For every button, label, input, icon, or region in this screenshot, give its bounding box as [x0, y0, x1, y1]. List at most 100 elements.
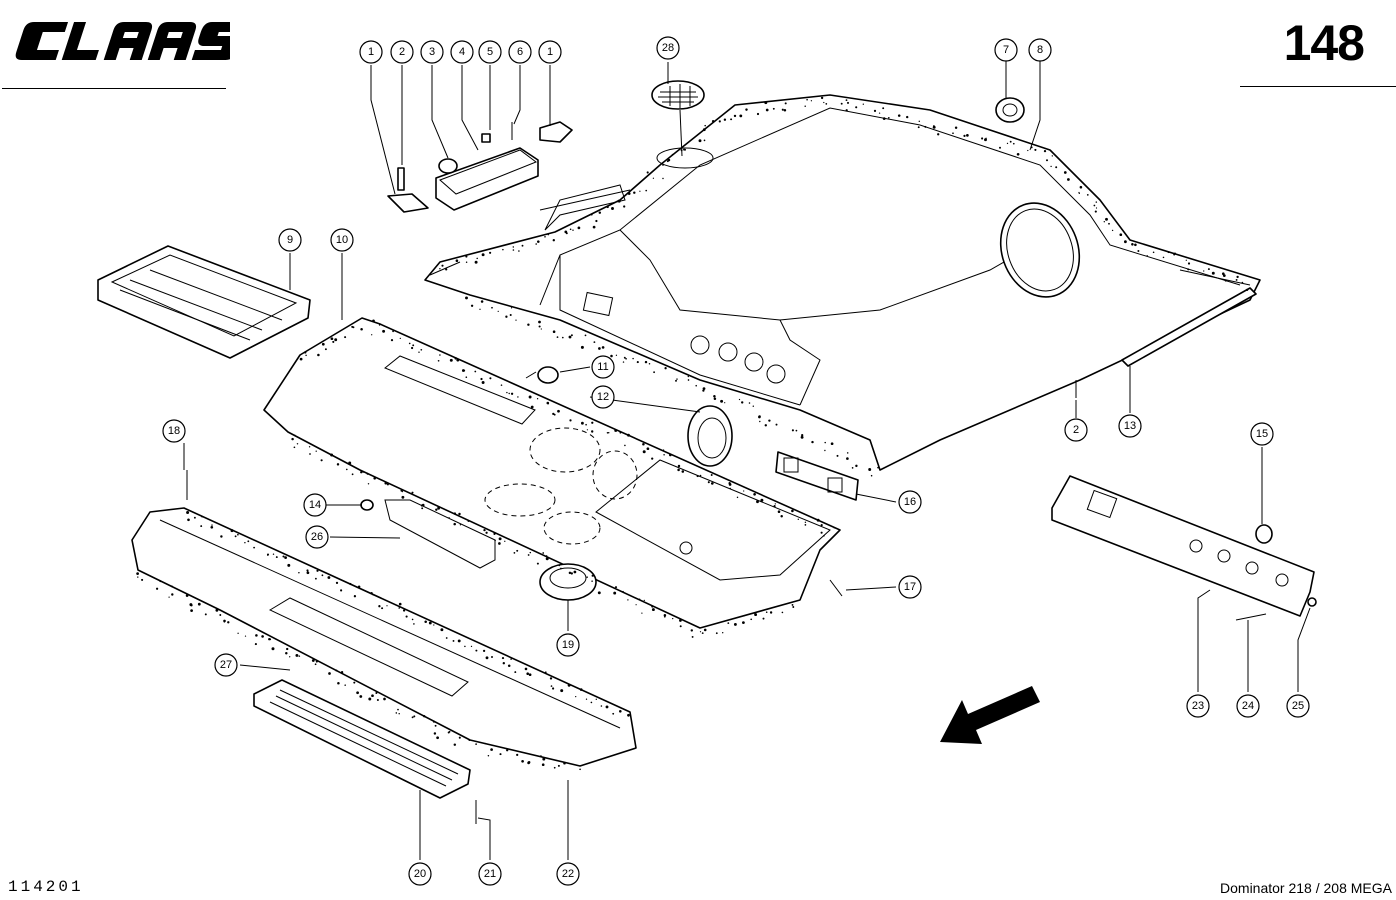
surface-speck	[376, 698, 379, 702]
surface-speck	[384, 481, 388, 485]
surface-speck	[508, 392, 510, 395]
surface-speck	[558, 564, 561, 567]
surface-speck	[480, 300, 484, 303]
surface-speck	[617, 199, 621, 203]
surface-speck	[1224, 279, 1227, 282]
surface-speck	[877, 466, 880, 469]
surface-speck	[610, 354, 613, 358]
surface-speck	[1185, 259, 1187, 261]
surface-speck	[468, 739, 471, 741]
surface-speck	[722, 632, 724, 634]
surface-speck	[452, 639, 455, 642]
surface-speck	[1245, 288, 1249, 292]
surface-speck	[261, 635, 264, 638]
surface-speck	[556, 336, 559, 338]
surface-speck	[791, 603, 794, 606]
surface-speck	[663, 614, 667, 617]
surface-speck	[804, 521, 807, 524]
surface-speck	[411, 716, 414, 719]
surface-speck	[1162, 256, 1165, 259]
surface-speck	[707, 481, 710, 484]
surface-speck	[718, 120, 721, 123]
surface-speck	[516, 549, 519, 552]
surface-speck	[622, 590, 624, 593]
surface-speck	[378, 324, 381, 326]
surface-speck	[568, 571, 572, 575]
surface-speck	[453, 522, 456, 526]
surface-speck	[315, 660, 318, 663]
surface-speck	[642, 450, 646, 454]
surface-speck	[1119, 233, 1123, 237]
surface-speck	[335, 581, 339, 585]
surface-speck	[474, 370, 477, 373]
svg-text:12: 12	[597, 391, 609, 403]
surface-speck	[439, 268, 441, 270]
surface-speck	[527, 554, 530, 556]
surface-speck	[306, 571, 310, 575]
surface-speck	[440, 628, 444, 632]
surface-speck	[397, 708, 399, 711]
surface-speck	[597, 591, 601, 595]
surface-speck	[398, 602, 402, 606]
surface-speck	[479, 308, 481, 310]
surface-speck	[320, 459, 323, 462]
surface-speck	[795, 429, 798, 432]
surface-speck	[701, 632, 704, 635]
roof-shell	[424, 94, 1261, 471]
surface-speck	[370, 592, 373, 595]
surface-speck	[730, 118, 733, 121]
surface-speck	[651, 605, 654, 608]
surface-speck	[230, 529, 234, 533]
callout-11: 11	[591, 355, 615, 379]
surface-speck	[465, 261, 468, 263]
surface-speck	[729, 487, 731, 490]
surface-speck	[675, 379, 677, 382]
surface-speck	[402, 609, 406, 612]
surface-speck	[293, 434, 296, 437]
surface-speck	[806, 98, 808, 101]
surface-speck	[733, 622, 737, 626]
surface-speck	[378, 605, 381, 608]
surface-speck	[820, 96, 824, 100]
surface-speck	[485, 531, 488, 534]
surface-speck	[699, 474, 702, 477]
surface-speck	[557, 409, 560, 413]
surface-speck	[677, 468, 680, 472]
surface-speck	[855, 464, 858, 468]
surface-speck	[791, 509, 794, 513]
surface-speck	[204, 613, 207, 616]
surface-speck	[1108, 222, 1110, 225]
surface-speck	[227, 621, 230, 624]
surface-speck	[530, 405, 534, 409]
model-designation: Dominator 218 / 208 MEGA	[1220, 880, 1392, 896]
surface-speck	[505, 315, 508, 318]
surface-speck	[669, 453, 672, 457]
surface-speck	[593, 341, 596, 344]
surface-speck	[453, 512, 457, 515]
svg-text:25: 25	[1292, 700, 1304, 712]
surface-speck	[362, 471, 365, 473]
surface-speck	[641, 612, 643, 614]
surface-speck	[371, 334, 373, 336]
surface-speck	[1027, 149, 1029, 152]
svg-text:24: 24	[1242, 700, 1254, 712]
surface-speck	[501, 657, 505, 660]
surface-speck	[741, 401, 744, 404]
surface-speck	[275, 556, 278, 559]
callout-15: 15	[1250, 422, 1274, 446]
surface-speck	[691, 635, 694, 638]
surface-speck	[405, 615, 408, 618]
surface-speck	[703, 628, 707, 632]
surface-speck	[220, 535, 223, 538]
surface-speck	[371, 694, 374, 698]
callout-27: 27	[214, 653, 238, 677]
surface-speck	[1012, 142, 1015, 145]
surface-speck	[467, 520, 470, 522]
surface-speck	[553, 766, 556, 769]
surface-speck	[784, 102, 787, 105]
surface-speck	[622, 361, 625, 363]
surface-speck	[581, 421, 584, 425]
svg-text:23: 23	[1192, 700, 1204, 712]
surface-speck	[570, 572, 573, 575]
svg-text:2: 2	[399, 46, 405, 58]
